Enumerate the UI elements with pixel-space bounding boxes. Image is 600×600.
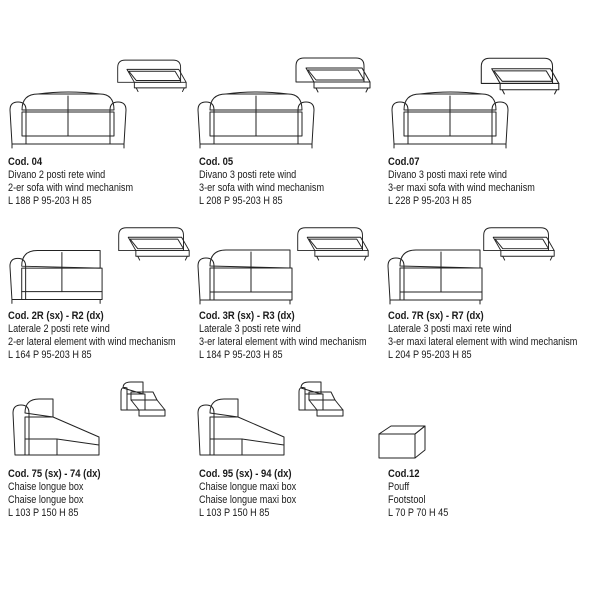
lateral-3r-drawing bbox=[195, 244, 297, 306]
item-name-en: 3-er maxi sofa with wind mechanism bbox=[388, 182, 535, 194]
item-code: Cod.12 bbox=[388, 468, 420, 480]
lateral-2r-bed-icon bbox=[114, 222, 192, 262]
sofa-07-drawing bbox=[376, 88, 524, 150]
item-name-it: Divano 2 posti rete wind bbox=[8, 169, 106, 181]
item-name-it: Chaise longue maxi box bbox=[199, 481, 297, 493]
item-3r-caption: Cod. 3R (sx) - R3 (dx) Laterale 3 posti … bbox=[199, 310, 367, 362]
item-dimensions: L 103 P 150 H 85 bbox=[8, 507, 79, 519]
item-code: Cod. 04 bbox=[8, 156, 43, 168]
item-code: Cod. 05 bbox=[199, 156, 234, 168]
item-name-en: 2-er sofa with wind mechanism bbox=[8, 182, 134, 194]
item-name-it: Laterale 3 posti rete wind bbox=[199, 323, 301, 335]
item-code: Cod. 3R (sx) - R3 (dx) bbox=[199, 310, 295, 322]
item-name-it: Laterale 3 posti maxi rete wind bbox=[388, 323, 512, 335]
sofa-05-drawing bbox=[192, 88, 320, 150]
chaise-75-box-icon bbox=[116, 380, 168, 418]
item-04-caption: Cod. 04 Divano 2 posti rete wind 2-er so… bbox=[8, 156, 133, 208]
item-name-it: Laterale 2 posti rete wind bbox=[8, 323, 110, 335]
item-05-caption: Cod. 05 Divano 3 posti rete wind 3-er so… bbox=[199, 156, 324, 208]
item-name-en: 3-er sofa with wind mechanism bbox=[199, 182, 325, 194]
item-dimensions: L 208 P 95-203 H 85 bbox=[199, 195, 283, 207]
item-name-en: Footstool bbox=[388, 494, 426, 506]
item-dimensions: L 204 P 95-203 H 85 bbox=[388, 349, 472, 361]
sofa-05-bed-icon bbox=[292, 52, 372, 94]
item-code: Cod. 7R (sx) - R7 (dx) bbox=[388, 310, 484, 322]
chaise-75-drawing bbox=[10, 395, 102, 461]
item-code: Cod. 2R (sx) - R2 (dx) bbox=[8, 310, 104, 322]
chaise-95-drawing bbox=[195, 395, 287, 461]
sofa-04-bed-icon bbox=[114, 54, 188, 94]
item-75-caption: Cod. 75 (sx) - 74 (dx) Chaise longue box… bbox=[8, 468, 101, 520]
item-name-en: Chaise longue box bbox=[8, 494, 84, 506]
item-name-en: 2-er lateral element with wind mechanism bbox=[8, 336, 176, 348]
item-dimensions: L 70 P 70 H 45 bbox=[388, 507, 449, 519]
item-dimensions: L 164 P 95-203 H 85 bbox=[8, 349, 92, 361]
item-7r-caption: Cod. 7R (sx) - R7 (dx) Laterale 3 posti … bbox=[388, 310, 577, 362]
item-name-it: Pouff bbox=[388, 481, 410, 493]
item-name-it: Divano 3 posti maxi rete wind bbox=[388, 169, 508, 181]
sofa-07-bed-icon bbox=[476, 52, 562, 96]
pouf-12-drawing bbox=[377, 424, 427, 462]
item-code: Cod.07 bbox=[388, 156, 420, 168]
item-code: Cod. 75 (sx) - 74 (dx) bbox=[8, 468, 101, 480]
item-dimensions: L 103 P 150 H 85 bbox=[199, 507, 270, 519]
item-95-caption: Cod. 95 (sx) - 94 (dx) Chaise longue max… bbox=[199, 468, 296, 520]
lateral-3r-bed-icon bbox=[292, 222, 372, 262]
item-12-caption: Cod.12 Pouff Footstool L 70 P 70 H 45 bbox=[388, 468, 448, 520]
item-name-en: 3-er maxi lateral element with wind mech… bbox=[388, 336, 578, 348]
item-name-en: 3-er lateral element with wind mechanism bbox=[199, 336, 367, 348]
item-dimensions: L 184 P 95-203 H 85 bbox=[199, 349, 283, 361]
item-2r-caption: Cod. 2R (sx) - R2 (dx) Laterale 2 posti … bbox=[8, 310, 176, 362]
item-name-it: Chaise longue box bbox=[8, 481, 84, 493]
item-code: Cod. 95 (sx) - 94 (dx) bbox=[199, 468, 292, 480]
item-dimensions: L 188 P 95-203 H 85 bbox=[8, 195, 92, 207]
chaise-95-box-icon bbox=[294, 380, 346, 418]
item-dimensions: L 228 P 95-203 H 85 bbox=[388, 195, 472, 207]
sofa-04-drawing bbox=[8, 88, 128, 150]
lateral-7r-bed-icon bbox=[476, 222, 560, 262]
item-07-caption: Cod.07 Divano 3 posti maxi rete wind 3-e… bbox=[388, 156, 535, 208]
lateral-2r-drawing bbox=[8, 244, 106, 306]
item-name-en: Chaise longue maxi box bbox=[199, 494, 297, 506]
item-name-it: Divano 3 posti rete wind bbox=[199, 169, 297, 181]
